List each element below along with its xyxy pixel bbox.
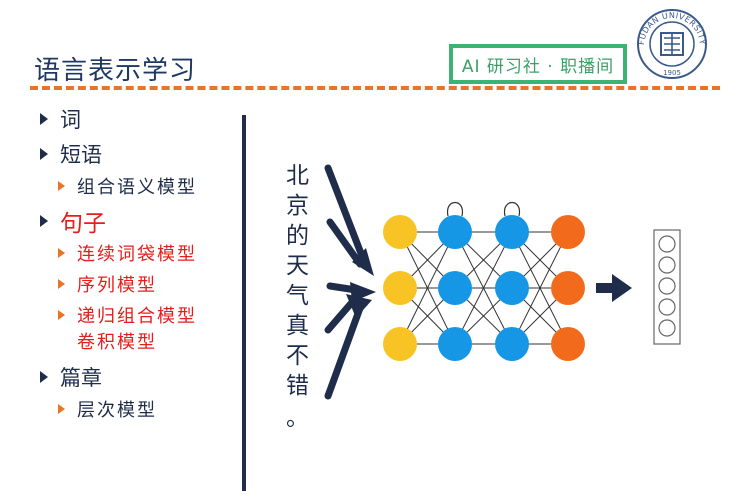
university-seal-logo: FUDAN UNIVERSITY 1905: [637, 9, 707, 79]
bullet-arrow-icon: [40, 215, 48, 227]
outline-item-phrase: 短语: [40, 139, 102, 169]
outline-label: 篇章: [60, 366, 102, 390]
outline-label: 序列模型: [77, 275, 157, 296]
bullet-arrow-icon: [40, 113, 48, 125]
outline-label: 卷积模型: [77, 332, 157, 353]
outline-subitem-convolution: 卷积模型: [58, 328, 157, 354]
outline-label: 词: [60, 108, 81, 132]
input-arrow: [324, 296, 358, 334]
outline-subitem-hierarchical: 层次模型: [58, 396, 157, 422]
sentence-char: 。: [286, 405, 309, 431]
sentence-vector: [653, 229, 681, 345]
outline-item-word: 词: [40, 104, 81, 134]
outline-subitem-cbow: 连续词袋模型: [58, 240, 197, 266]
outline-label: 递归组合模型: [77, 306, 197, 327]
input-node: [383, 327, 417, 361]
slide-title: 语言表示学习: [34, 56, 197, 86]
bullet-arrow-icon: [58, 310, 65, 320]
bullet-arrow-icon: [40, 371, 48, 383]
outline-subitem-compositional: 组合语义模型: [58, 173, 197, 199]
hidden-node: [495, 215, 529, 249]
sentence-char: 天: [286, 253, 309, 279]
output-node: [551, 215, 585, 249]
brand-badge: AI 研习社 · 职播间: [449, 44, 627, 84]
input-node: [383, 215, 417, 249]
input-arrow: [326, 218, 364, 268]
input-arrowhead: [346, 294, 372, 318]
outline-subitem-sequence: 序列模型: [58, 271, 157, 297]
output-node: [551, 327, 585, 361]
input-node: [383, 271, 417, 305]
input-arrow: [324, 164, 366, 260]
bullet-arrow-icon: [58, 404, 65, 414]
sentence-char: 真: [286, 313, 309, 339]
outline-item-sentence: 句子: [40, 204, 106, 238]
hidden-node: [438, 215, 472, 249]
outline-label: 句子: [60, 211, 106, 237]
sentence-char: 北: [286, 163, 309, 189]
sentence-char: 的: [286, 223, 309, 249]
bullet-arrow-icon: [40, 148, 48, 160]
hidden-node: [495, 327, 529, 361]
vertical-divider: [242, 115, 246, 491]
output-layer-nodes: [551, 215, 585, 361]
outline-label: 连续词袋模型: [77, 244, 197, 265]
hidden-layer-2-nodes: [495, 215, 529, 361]
bullet-arrow-icon: [58, 181, 65, 191]
input-arrow: [324, 304, 364, 400]
outline-label: 短语: [60, 143, 102, 167]
input-layer-nodes: [383, 215, 417, 361]
outline-item-discourse: 篇章: [40, 362, 102, 392]
hidden-node: [495, 271, 529, 305]
input-arrowheads: [346, 248, 376, 318]
title-divider: [30, 86, 720, 90]
recurrent-loops: [447, 201, 520, 217]
input-arrows: [324, 164, 366, 400]
input-arrowhead: [352, 248, 374, 276]
network-connections: [399, 231, 569, 345]
sentence-char: 气: [286, 283, 309, 309]
output-node: [551, 271, 585, 305]
sentence-char: 错: [286, 373, 309, 399]
output-arrow-icon: [596, 274, 632, 302]
svg-text:1905: 1905: [663, 69, 681, 77]
hidden-layer-1-nodes: [438, 215, 472, 361]
outline-label: 组合语义模型: [77, 177, 197, 198]
outline-label: 层次模型: [77, 400, 157, 421]
sentence-char: 不: [286, 343, 309, 369]
bullet-arrow-icon: [58, 279, 65, 289]
bullet-arrow-icon: [58, 248, 65, 258]
hidden-node: [438, 271, 472, 305]
sentence-char: 京: [286, 193, 309, 219]
hidden-node: [438, 327, 472, 361]
outline-subitem-recursive: 递归组合模型: [58, 302, 197, 328]
